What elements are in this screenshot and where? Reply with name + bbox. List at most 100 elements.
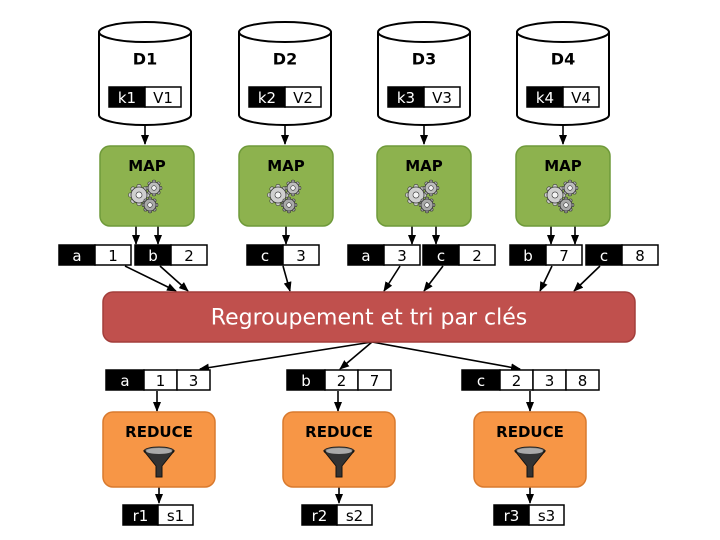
key-label: c [600,247,608,265]
map-label: MAP [544,157,582,175]
database-1: D1 [98,21,192,126]
value-label: V2 [293,89,313,107]
value-cell [144,86,182,108]
value-label: s2 [346,507,363,525]
funnel-opening [146,448,172,454]
gear-hole [151,185,157,191]
value-cell [282,244,320,266]
key-label: c [261,247,269,265]
value-label: s1 [167,507,184,525]
database-body [516,32,610,126]
value-label: 2 [184,247,194,265]
arrow-shuffle-to-group [199,341,373,372]
value-cell [383,244,421,266]
arrow-output-to-shuffle [282,265,292,292]
gear-icon [557,196,575,214]
gear-hole [428,185,434,191]
map-label: MAP [405,157,443,175]
funnel-body [322,450,356,478]
key-label: r2 [312,507,328,525]
map-box-1: MAP [99,145,195,227]
key-label: k4 [536,89,554,107]
database-top [377,21,471,43]
map-box-4: MAP [515,145,611,227]
shuffle-sort-box: Regroupement et tri par clés [102,291,636,343]
value-label: 3 [397,247,407,265]
arrow-output-to-shuffle [539,265,553,292]
arrow-output-to-shuffle [159,265,189,292]
database-record: k1 V1 [108,86,182,108]
database-body [238,32,332,126]
value-label: 8 [578,372,588,390]
value-label: 1 [156,372,166,390]
value-label: 3 [545,372,555,390]
value-cell [562,86,600,108]
gear-icon [422,179,440,197]
database-2: D2 [238,21,332,126]
value-cell [94,244,132,266]
key-label: a [361,247,370,265]
database-top [98,21,192,43]
database-name: D2 [273,50,297,69]
funnel-body [142,450,176,478]
gear-hole [290,185,296,191]
grouped-list: a 1 3 [105,369,211,391]
database-3: D3 [377,21,471,126]
funnel-icon [322,446,356,478]
value-label: V3 [432,89,452,107]
value-label: V1 [153,89,173,107]
gear-hole [567,185,573,191]
gear-icon [145,179,163,197]
gear-icon [561,179,579,197]
value-cell [157,504,194,526]
gear-icon [418,196,436,214]
shuffle-sort-label: Regroupement et tri par clés [211,306,527,331]
value-label: 2 [472,247,482,265]
value-label: 8 [635,247,645,265]
gear-hole [274,191,282,199]
arrow-shuffle-to-group [371,341,521,372]
value-label: s3 [538,507,555,525]
reduce-label: REDUCE [496,423,564,441]
database-top [238,21,332,43]
map-box [238,145,334,227]
key-label: k1 [118,89,136,107]
map-box [376,145,472,227]
gear-hole [424,202,430,208]
gear-icon [280,196,298,214]
gear-hole [135,191,143,199]
value-label: 3 [189,372,199,390]
database-name: D3 [412,50,436,69]
key-label: r3 [504,507,520,525]
value-label: 2 [512,372,522,390]
key-label: r1 [133,507,149,525]
arrow-output-to-shuffle [573,265,601,292]
value-label: 7 [559,247,569,265]
result-pair: r2 s2 [301,504,373,526]
database-4: D4 [516,21,610,126]
key-label: a [120,372,129,390]
gear-hole [551,191,559,199]
database-name: D4 [551,50,575,69]
arrow-output-to-shuffle [383,265,401,292]
map-box [515,145,611,227]
map-box-2: MAP [238,145,334,227]
map-label: MAP [128,157,166,175]
key-label: k3 [397,89,415,107]
database-body [377,32,471,126]
funnel-opening [326,448,352,454]
gear-hole [563,202,569,208]
arrow-output-to-shuffle [124,265,177,292]
funnel-body [513,450,547,478]
gear-hole [286,202,292,208]
database-name: D1 [133,50,157,69]
map-box-3: MAP [376,145,472,227]
